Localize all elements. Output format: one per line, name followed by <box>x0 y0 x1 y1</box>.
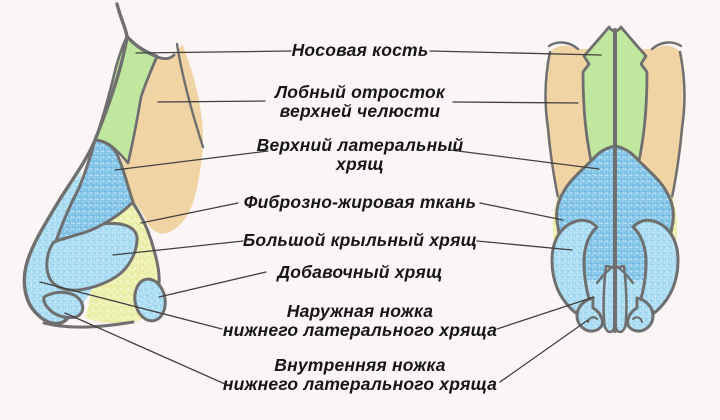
leader-medial-crus-left <box>64 312 226 385</box>
label-text: Верхний латеральный <box>256 135 464 155</box>
nostril-hook-curl-right <box>631 316 644 324</box>
label-nasal-bone: Носовая кость <box>292 41 429 60</box>
label-text: Внутренняя ножка <box>274 355 446 375</box>
fibrofatty-edge-outline <box>131 201 161 286</box>
leader-upper-lateral-right <box>449 149 600 170</box>
leader-nasal-bone-left <box>135 50 292 54</box>
label-text: Лобный отросток <box>275 82 445 102</box>
leader-fibrofatty-left <box>140 202 239 224</box>
label-accessory-cartilage: Добавочный хрящ <box>277 263 442 282</box>
medial-crus-hook-lateral <box>42 290 85 320</box>
label-text: верхней челюсти <box>279 101 441 121</box>
leader-frontal-process-left <box>157 100 266 103</box>
leader-lateral-crus-right <box>496 296 595 330</box>
leader-lines <box>39 50 602 385</box>
accessory-cartilage-oval-lateral <box>133 277 167 323</box>
label-text: хрящ <box>336 154 384 174</box>
label-text: Фиброзно-жировая ткань <box>243 192 477 212</box>
label-text: Наружная ножка <box>286 301 434 321</box>
label-text: Носовая кость <box>291 40 429 60</box>
label-text: Большой крыльный хрящ <box>242 230 478 250</box>
lateral-crus-lobe-lateral <box>45 221 139 292</box>
bone-maxilla-suture-line <box>126 55 159 165</box>
frontal-view-illustration <box>544 25 686 334</box>
leader-accessory-left <box>158 271 267 298</box>
right-eyebrow-outline <box>650 41 683 51</box>
label-text: нижнего латерального хряща <box>222 374 498 394</box>
leader-greater-alar-right <box>476 240 573 251</box>
nostril-hook-right-frontal <box>626 296 655 333</box>
label-text: нижнего латерального хряща <box>222 320 498 340</box>
nostril-hook-curl-left <box>586 316 599 324</box>
lateral-view-illustration <box>22 2 205 329</box>
label-text: Добавочный хрящ <box>277 262 443 282</box>
leader-nasal-bone-right <box>429 50 602 56</box>
leader-fibrofatty-right <box>479 202 564 221</box>
orbital-rim-outline <box>175 42 205 149</box>
left-eyebrow-outline <box>547 41 580 51</box>
leader-upper-lateral-left <box>114 150 269 171</box>
leader-lateral-crus-left <box>39 281 223 330</box>
leader-greater-alar-left <box>112 240 244 256</box>
nostril-floor-outline <box>42 320 135 329</box>
label-fibrofatty-tissue: Фиброзно-жировая ткань <box>244 193 477 212</box>
leader-medial-crus-right <box>499 319 589 383</box>
label-greater-alar-cartilage: Большой крыльный хрящ <box>243 231 477 250</box>
upper-lateral-cartilage-region-lateral <box>54 138 135 243</box>
leader-frontal-process-right <box>452 101 579 104</box>
